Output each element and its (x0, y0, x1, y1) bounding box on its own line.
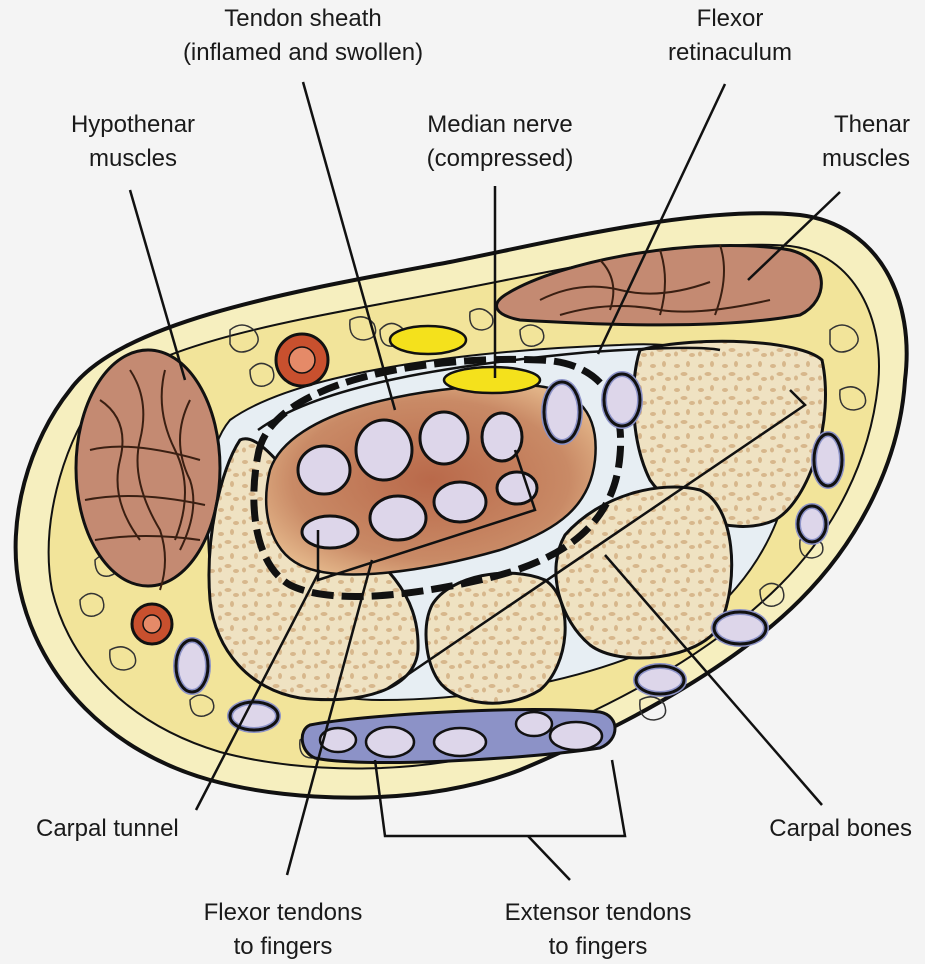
blood-vessel-2 (132, 604, 172, 644)
label-extensor-tendons: Extensor tendons to fingers (468, 896, 728, 964)
blood-vessel-1 (276, 334, 328, 386)
label-flexor-tendons: Flexor tendons to fingers (176, 896, 390, 964)
hypothenar-muscles-shape (76, 350, 220, 590)
label-hypothenar-muscles: Hypothenar muscles (40, 108, 226, 176)
label-carpal-bones: Carpal bones (712, 812, 912, 846)
ulnar-nerve (390, 326, 466, 354)
label-tendon-sheath: Tendon sheath (inflamed and swollen) (140, 2, 466, 70)
label-flexor-retinaculum: Flexor retinaculum (640, 2, 820, 70)
median-nerve-shape (444, 367, 540, 393)
label-median-nerve: Median nerve (compressed) (400, 108, 600, 176)
carpal-bone-3 (426, 573, 565, 703)
label-carpal-tunnel: Carpal tunnel (36, 812, 179, 846)
label-thenar-muscles: Thenar muscles (780, 108, 910, 176)
